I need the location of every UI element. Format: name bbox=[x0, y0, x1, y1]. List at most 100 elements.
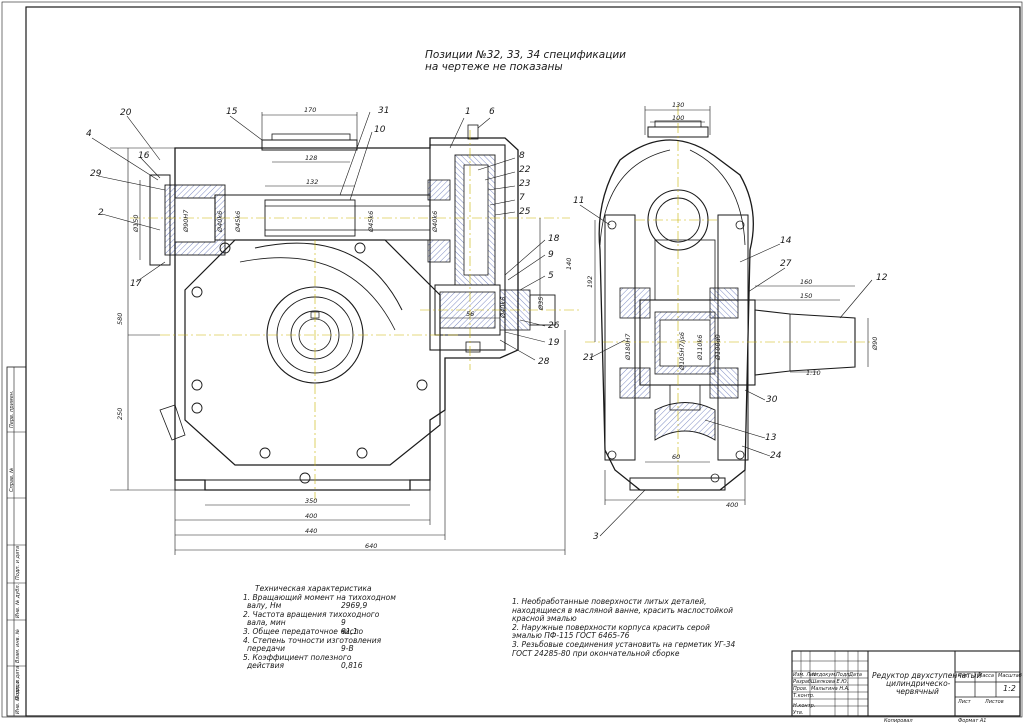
title-line-2: цилиндрическо- bbox=[886, 679, 951, 688]
pos-19: 19 bbox=[548, 338, 560, 348]
col-mass: Масса bbox=[978, 673, 994, 679]
dim-d110k6: Ø110k6 bbox=[696, 335, 704, 361]
tech-spec-label-2: валу, Нм bbox=[247, 601, 282, 611]
dim-192: 192 bbox=[586, 276, 594, 288]
sheets-label: Листов bbox=[985, 699, 1004, 705]
dim-160: 160 bbox=[800, 278, 812, 286]
tech-spec-value: 2969,9 bbox=[341, 601, 368, 611]
tech-spec-row-2: 2. Частота вращения тихоходного вала, ми… bbox=[243, 610, 379, 628]
scale-value: 1:2 bbox=[1003, 684, 1016, 693]
pos-4: 4 bbox=[86, 129, 92, 139]
dim-350: 350 bbox=[305, 497, 317, 505]
row-tkontr: Т.контр. bbox=[793, 693, 815, 699]
dim-400: 400 bbox=[305, 512, 317, 520]
tech-spec-label: 4. Степень точности изготовления bbox=[243, 635, 382, 645]
pos-2: 2 bbox=[98, 208, 104, 218]
head-date: Дата bbox=[849, 672, 862, 678]
tech-spec-value: 81,1 bbox=[341, 626, 358, 636]
head-sign: Подп. bbox=[836, 672, 852, 678]
tech-spec-label: 5. Коэффициент полезного bbox=[243, 652, 352, 662]
dev-name: Шилкова Е.Ю. bbox=[811, 679, 849, 685]
title-line-1: Редуктор двухступенчатый bbox=[872, 671, 982, 680]
stamp-podp-1: Подп. и дата bbox=[15, 545, 21, 580]
row-razrab: Разраб. bbox=[793, 679, 813, 685]
pos-11: 11 bbox=[573, 196, 584, 206]
dim-d90h7: Ø90H7 bbox=[182, 209, 190, 233]
sheet-label: Лист bbox=[958, 699, 971, 705]
tech-spec-value: 9 bbox=[341, 618, 346, 628]
dim-d40k6-low: Ø40k6 bbox=[499, 297, 507, 319]
tech-spec-row-5: 5. Коэффициент полезного действия 0,816 bbox=[243, 652, 373, 671]
tech-spec-label: 3. Общее передаточное число bbox=[243, 626, 364, 636]
note-line: 2. Наружные поверхности корпуса красить … bbox=[512, 622, 710, 632]
row-utv: Утв. bbox=[793, 710, 804, 716]
pos-23: 23 bbox=[519, 179, 531, 189]
dim-250: 250 bbox=[116, 408, 124, 420]
general-notes: 1. Необработанные поверхности литых дета… bbox=[512, 597, 736, 658]
pos-22: 22 bbox=[519, 165, 531, 175]
tech-spec-title: Техническая характеристика bbox=[255, 584, 372, 593]
tech-spec-value: 0,816 bbox=[341, 661, 363, 671]
front-view bbox=[149, 124, 556, 491]
col-lit: Лит. bbox=[958, 673, 970, 679]
dim-170: 170 bbox=[304, 106, 316, 114]
header-note-line2: на чертеже не показаны bbox=[425, 61, 563, 73]
row-izm: Изм. Лист bbox=[793, 672, 820, 678]
note-line: ГОСТ 24285-80 при окончательной сборке bbox=[512, 648, 680, 658]
pos-17: 17 bbox=[130, 279, 142, 289]
chk-name: Малыгина Н.А. bbox=[811, 686, 850, 692]
pos-12: 12 bbox=[876, 273, 888, 283]
dim-d100d9: Ø100d9 bbox=[714, 334, 722, 361]
dim-580: 580 bbox=[116, 313, 124, 325]
dim-d40k6-mid: Ø40k6 bbox=[431, 211, 439, 233]
side-view bbox=[598, 120, 856, 491]
front-dimensions bbox=[91, 111, 566, 555]
pos-29: 29 bbox=[90, 169, 102, 179]
dim-150: 150 bbox=[800, 292, 812, 300]
pos-3: 3 bbox=[593, 532, 599, 542]
side-dimensions bbox=[579, 106, 873, 537]
pos-9: 9 bbox=[548, 250, 554, 260]
note-line: эмалью ПФ-115 ГОСТ 6465-76 bbox=[512, 631, 630, 641]
dim-d90: Ø90 bbox=[871, 337, 879, 351]
dim-60: 60 bbox=[672, 453, 680, 461]
dim-130: 130 bbox=[672, 101, 684, 109]
col-scale: Масштаб bbox=[998, 673, 1022, 679]
dim-128: 128 bbox=[305, 154, 317, 162]
pos-21: 21 bbox=[583, 353, 594, 363]
pos-1: 1 bbox=[465, 107, 471, 117]
pos-20: 20 bbox=[120, 108, 132, 118]
pos-16: 16 bbox=[138, 151, 150, 161]
dim-56: 56 bbox=[466, 310, 474, 318]
head-doc: № докум. bbox=[812, 672, 837, 678]
note-line: красной эмалью bbox=[512, 614, 577, 624]
header-note-line1: Позиции №32, 33, 34 спецификации bbox=[425, 49, 626, 61]
row-nkontr: Н.контр. bbox=[793, 703, 816, 709]
pos-26: 26 bbox=[548, 321, 560, 331]
pos-15: 15 bbox=[226, 107, 238, 117]
dim-d45k6-a: Ø45k6 bbox=[234, 211, 242, 233]
dim-d150: Ø150 bbox=[132, 214, 140, 233]
tech-spec-label: 2. Частота вращения тихоходного bbox=[243, 609, 380, 619]
tech-spec-label-2: передачи bbox=[247, 644, 285, 654]
copied-label: Копировал bbox=[884, 718, 913, 724]
pos-7: 7 bbox=[519, 193, 525, 203]
tech-spec-row-4: 4. Степень точности изготовления передач… bbox=[243, 636, 381, 654]
pos-25: 25 bbox=[519, 207, 531, 217]
front-dim-texts: 170 128 132 Ø150 Ø90H7 Ø40k6 Ø45k6 Ø45k6… bbox=[116, 106, 573, 550]
side-labels: 11 14 27 12 21 30 13 24 3 bbox=[573, 196, 888, 542]
pos-31: 31 bbox=[378, 106, 389, 116]
note-line: 1. Необработанные поверхности литых дета… bbox=[512, 597, 707, 606]
pos-30: 30 bbox=[766, 395, 778, 405]
dim-d105h7js6: Ø105H7/js6 bbox=[678, 332, 686, 371]
note-line: 3. Резьбовые соединения установить на ге… bbox=[512, 639, 736, 649]
dim-400-side: 400 bbox=[726, 501, 738, 509]
pos-10: 10 bbox=[374, 125, 386, 135]
front-centerlines bbox=[130, 130, 580, 500]
pos-6: 6 bbox=[489, 107, 495, 117]
pos-28: 28 bbox=[538, 357, 550, 367]
pos-13: 13 bbox=[765, 433, 777, 443]
side-centerlines bbox=[585, 105, 870, 500]
title-line-3: червячный bbox=[896, 687, 939, 696]
